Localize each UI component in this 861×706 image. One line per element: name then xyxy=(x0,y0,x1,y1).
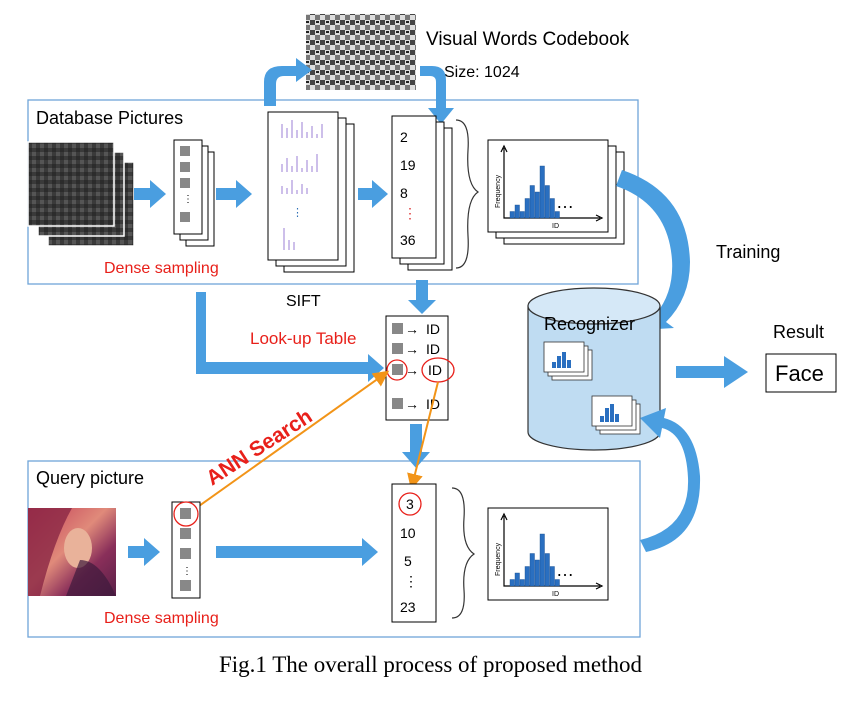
arrow-to-lookup xyxy=(408,280,436,314)
db-word-id: 36 xyxy=(400,232,416,248)
hist-bar xyxy=(554,211,560,219)
query-hist-xlabel: ID xyxy=(552,591,559,598)
svg-text:⋮: ⋮ xyxy=(292,207,303,219)
recognizer-histograms xyxy=(543,341,641,435)
codebook-title: Visual Words Codebook xyxy=(426,29,630,50)
hist-bar xyxy=(509,211,515,219)
hist-bar xyxy=(549,566,555,587)
lookup-arrow: → xyxy=(405,341,419,357)
svg-text:⋮: ⋮ xyxy=(182,566,192,577)
hist-bar xyxy=(529,185,535,219)
training-label: Training xyxy=(716,242,780,262)
lookup-arrow: → xyxy=(405,321,419,337)
hist-bar xyxy=(514,572,520,587)
svg-text:⋮: ⋮ xyxy=(183,194,193,205)
arrow-db-2 xyxy=(216,180,252,208)
db-word-id: 19 xyxy=(400,157,416,173)
database-title: Database Pictures xyxy=(36,108,183,128)
query-word-highlight xyxy=(398,492,422,516)
arrow-to-codebook xyxy=(264,58,312,106)
lookup-arrow: → xyxy=(405,396,419,412)
query-word-id: 3 xyxy=(406,496,414,512)
lookup-row: ID xyxy=(426,341,440,357)
lookup-row: ID xyxy=(426,321,440,337)
result-value: Face xyxy=(775,361,824,386)
db-brace xyxy=(455,119,480,269)
hist-axis-arrows xyxy=(500,144,604,222)
hist-bar xyxy=(509,579,515,587)
arrow-db-to-lookup xyxy=(196,292,384,382)
hist-bar xyxy=(539,165,545,219)
codebook-image xyxy=(306,14,416,90)
db-word-id-stack xyxy=(391,115,453,271)
query-image xyxy=(28,508,116,596)
arrow-query-2 xyxy=(216,538,378,566)
hist-bar xyxy=(524,198,530,219)
hist-bar xyxy=(534,559,540,587)
query-word-id: ⋮ xyxy=(404,573,418,589)
ann-search-label: ANN Search xyxy=(202,405,316,490)
ann-search-line xyxy=(191,370,390,512)
query-patch-strip: ⋮ xyxy=(171,501,201,599)
hist-bar xyxy=(519,579,525,587)
hist-axis-arrows xyxy=(500,512,604,590)
db-dense-sampling-label: Dense sampling xyxy=(104,260,219,277)
figure-caption: Fig.1 The overall process of proposed me… xyxy=(218,652,643,677)
hist-bar xyxy=(529,553,535,587)
query-hist-ellipsis: … xyxy=(556,560,574,580)
db-word-id: 2 xyxy=(400,129,408,145)
training-arrow xyxy=(616,170,690,330)
hist-bar xyxy=(519,211,525,219)
db-hist-ylabel: Frequency xyxy=(495,174,502,208)
arrow-db-1 xyxy=(134,180,166,208)
db-histogram xyxy=(500,144,604,222)
id-to-word-line xyxy=(407,381,439,490)
result-box xyxy=(765,353,837,393)
lookup-row: ID xyxy=(428,362,442,378)
arrow-to-result xyxy=(676,356,748,388)
query-to-recognizer-arrow xyxy=(640,408,701,552)
hist-bar xyxy=(554,579,560,587)
database-image-stack xyxy=(27,141,135,247)
query-brace xyxy=(451,487,476,619)
hist-bar xyxy=(544,185,550,219)
lookup-arrow: → xyxy=(405,362,419,378)
hist-axes xyxy=(503,148,600,219)
query-title: Query picture xyxy=(36,468,144,488)
sift-label: SIFT xyxy=(286,293,321,310)
arrow-lookup-to-query xyxy=(402,424,430,468)
hist-bar xyxy=(514,204,520,219)
db-patch-stack: ⋮ xyxy=(173,139,215,247)
arrow-query-1 xyxy=(128,538,160,566)
query-word-id: 23 xyxy=(400,599,416,615)
query-word-id: 10 xyxy=(400,525,416,541)
arrow-from-codebook xyxy=(420,66,454,124)
hist-axes xyxy=(503,516,600,587)
query-word-id: 5 xyxy=(404,553,412,569)
hist-bar xyxy=(549,198,555,219)
sift-stack: ⋮ xyxy=(267,111,355,273)
db-hist-ellipsis: … xyxy=(556,192,574,212)
query-hist-ylabel: Frequency xyxy=(495,542,502,576)
hist-bar xyxy=(524,566,530,587)
recognizer-label: Recognizer xyxy=(544,314,635,334)
lookup-patch-highlight xyxy=(386,359,408,381)
query-dense-sampling-label: Dense sampling xyxy=(104,610,219,627)
query-histogram xyxy=(500,512,604,590)
db-hist-xlabel: ID xyxy=(552,223,559,230)
db-word-id: 8 xyxy=(400,185,408,201)
hist-bar xyxy=(539,533,545,587)
codebook-size: Size: 1024 xyxy=(444,64,520,81)
hist-bar xyxy=(544,553,550,587)
db-word-id: ⋮ xyxy=(403,205,417,221)
arrow-db-3 xyxy=(358,180,388,208)
query-patch-highlight xyxy=(173,501,199,527)
result-label: Result xyxy=(773,322,824,342)
hist-bar xyxy=(534,191,540,219)
lookup-title: Look-up Table xyxy=(250,329,357,348)
